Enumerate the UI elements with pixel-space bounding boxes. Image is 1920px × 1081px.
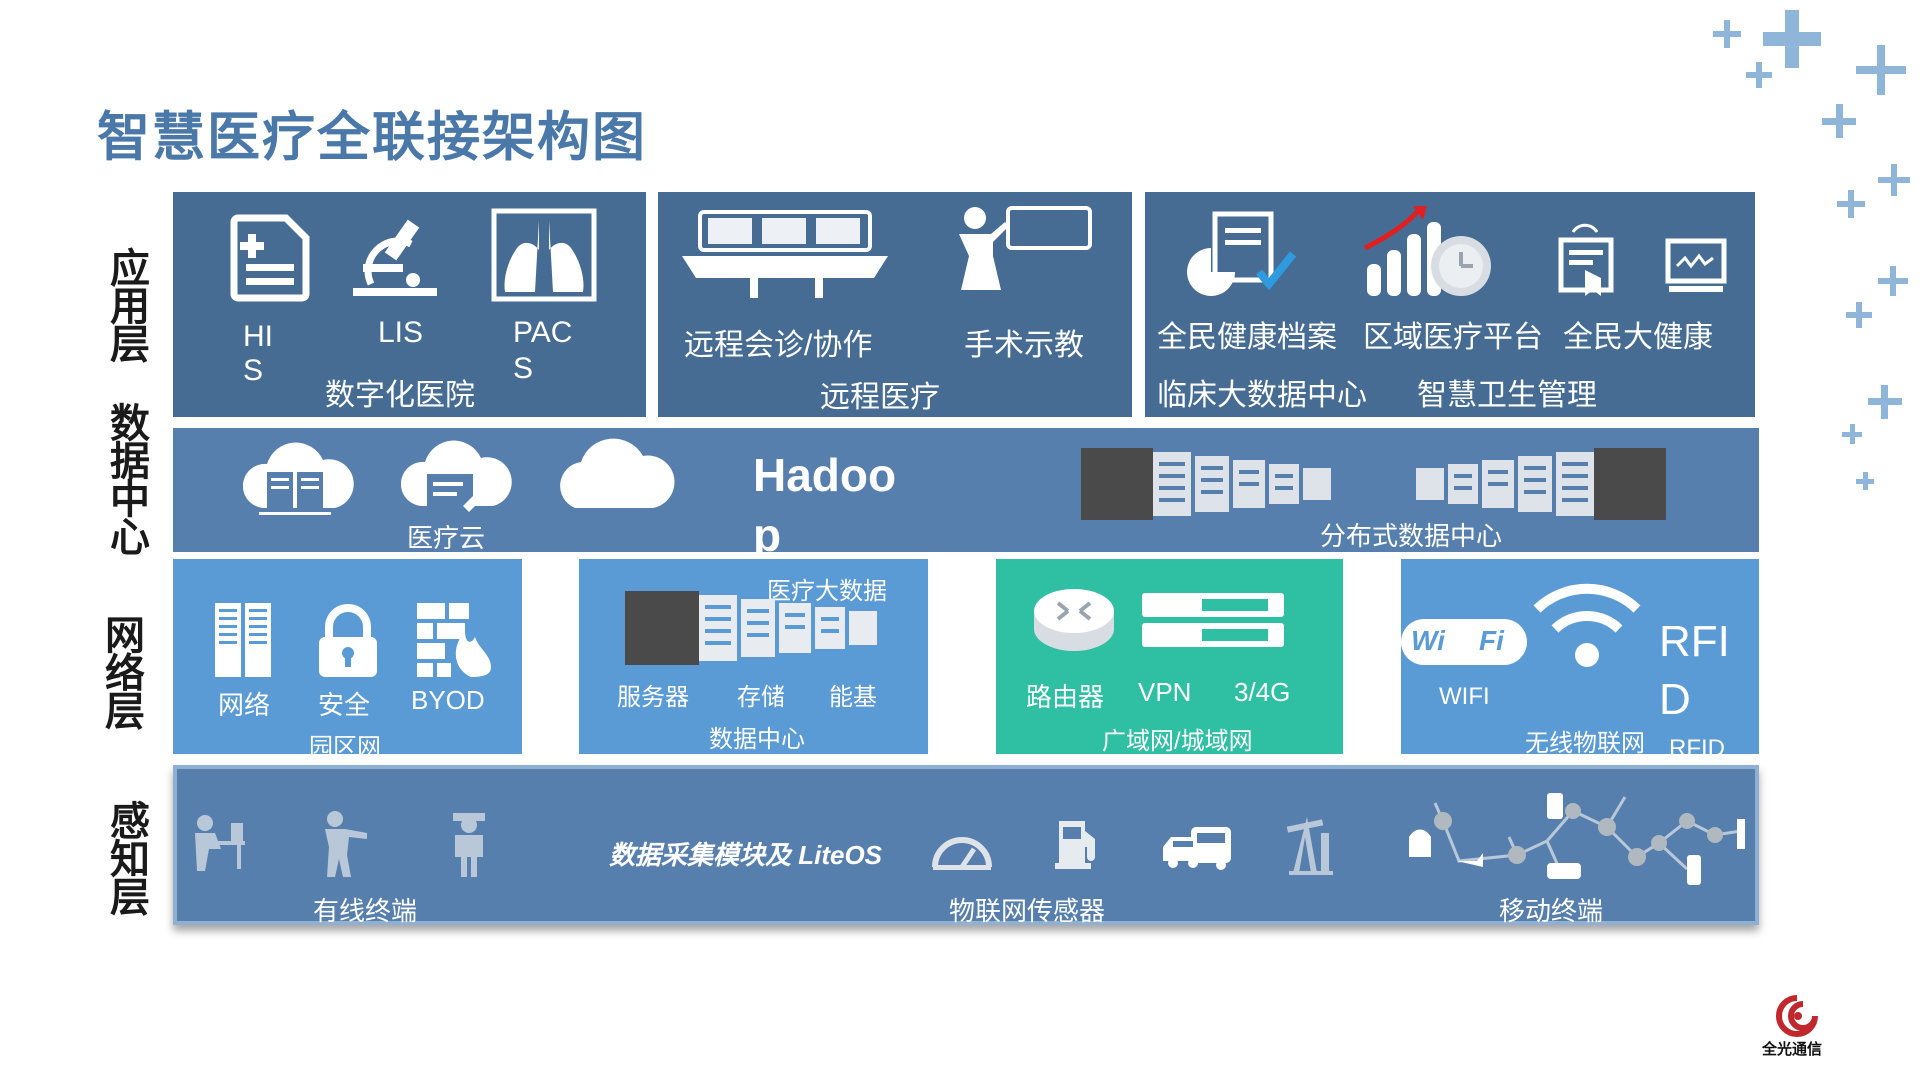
- smart-health-panel: 全民健康档案 区域医疗平台 全民大健康 临床大数据中心 智慧卫生管理: [1145, 192, 1755, 417]
- campus-item-security: 安全: [318, 690, 371, 720]
- lock-icon: [319, 604, 377, 677]
- document-cloud-icon: [400, 440, 512, 514]
- health-record-icon: [1187, 211, 1297, 296]
- vpn-device-icon: [1142, 593, 1284, 647]
- app-item-his-2: S: [243, 354, 264, 387]
- campus-item-byod: BYOD: [411, 685, 485, 715]
- gauge-icon: [932, 837, 992, 870]
- wired-terminal-label: 有线终端: [313, 896, 418, 926]
- medical-bigdata-label: 医疗大数据: [767, 578, 887, 605]
- field-worker-icon: [325, 811, 367, 877]
- hadoop-label-1: Hadoo: [753, 449, 897, 501]
- video-conference-icon: [682, 210, 888, 298]
- surgery-teaching-icon: [959, 206, 1092, 290]
- logo-text: 全光通信: [1762, 1040, 1823, 1058]
- wireless-network-panel: Wi Fi RFI D RFID WIFI 无线物联网: [1401, 559, 1759, 757]
- health-device-icon: [1558, 223, 1614, 296]
- cross-pattern-icon: [1713, 10, 1910, 490]
- wifi-logo-icon: Wi Fi: [1401, 619, 1527, 665]
- campus-network-panel: 网络 安全 BYOD 园区网: [173, 559, 522, 761]
- clinical-bigdata-caption: 临床大数据中心: [1157, 379, 1367, 412]
- mobile-terminal-label: 移动终端: [1499, 896, 1604, 926]
- fuel-pump-icon: [1055, 821, 1095, 869]
- logo-swirl-icon: [1776, 995, 1818, 1037]
- hadoop-label-2: p: [753, 509, 782, 561]
- regional-platform-chart-icon: [1363, 206, 1491, 296]
- wireless-caption: 无线物联网: [1525, 730, 1645, 757]
- app-item-remote-consult: 远程会诊/协作: [684, 329, 873, 362]
- microscope-icon: [353, 219, 437, 296]
- dc-item-energy: 能基: [829, 684, 877, 711]
- firewall-icon: [417, 603, 491, 677]
- server-rack-left-icon: [1081, 448, 1331, 520]
- app-item-surgery-teaching: 手术示教: [964, 329, 1084, 362]
- server-cloud-icon: [242, 442, 354, 515]
- digital-hospital-panel: HI S LIS PAC S 数字化医院: [173, 192, 646, 417]
- layer-label-perception: 感知层: [110, 799, 150, 921]
- dc-item-server: 服务器: [617, 684, 689, 711]
- data-collection-module-label: 数据采集模块及 LiteOS: [609, 840, 883, 870]
- layer-label-datacenter: 数据中心: [110, 401, 150, 561]
- iot-sensor-label: 物联网传感器: [949, 896, 1106, 926]
- app-item-pacs-2: S: [513, 352, 534, 385]
- medical-cloud-label: 医疗云: [407, 523, 486, 553]
- wan-network-panel: 路由器 VPN 3/4G 广域网/城域网: [996, 559, 1343, 755]
- smart-health-mgmt-caption: 智慧卫生管理: [1417, 379, 1597, 412]
- app-item-pacs-1: PAC: [513, 316, 573, 349]
- distributed-datacenter-label: 分布式数据中心: [1320, 521, 1503, 551]
- desk-worker-icon: [195, 815, 245, 871]
- wifi-signal-icon: [1533, 583, 1641, 667]
- wan-item-vpn: VPN: [1138, 677, 1192, 707]
- perception-panel: 有线终端 数据采集模块及 LiteOS 物联网传感器 移动终端: [173, 765, 1759, 926]
- datacenter-network-panel: 医疗大数据 服务器 存储 能基 数据中心: [579, 559, 928, 754]
- page-title: 智慧医疗全联接架构图: [97, 107, 647, 168]
- cloud-icon: [560, 438, 675, 508]
- company-logo: 全光通信: [1762, 995, 1832, 1062]
- storage-server-icon: [625, 591, 877, 665]
- datacenter-network-caption: 数据中心: [709, 726, 805, 753]
- wan-item-router: 路由器: [1026, 682, 1105, 712]
- campus-caption: 园区网: [309, 734, 381, 761]
- app-item-big-health: 全民大健康: [1563, 321, 1713, 354]
- wan-item-4g: 3/4G: [1234, 677, 1291, 707]
- app-item-regional-platform: 区域医疗平台: [1363, 321, 1543, 354]
- app-item-lis: LIS: [378, 316, 424, 349]
- monitor-icon: [1665, 238, 1727, 292]
- remote-medical-panel: 远程会诊/协作 手术示教 远程医疗: [658, 192, 1132, 417]
- router-icon: [1034, 589, 1114, 651]
- oil-pump-icon: [1286, 817, 1333, 875]
- datacenter-panel: 医疗云 Hadoo p 分布式数据中心: [173, 428, 1759, 561]
- remote-medical-caption: 远程医疗: [820, 381, 940, 414]
- wan-caption: 广域网/城域网: [1102, 728, 1253, 755]
- campus-item-network: 网络: [218, 690, 271, 720]
- rfid-label-2: D: [1659, 675, 1691, 724]
- layer-label-network: 网络层: [105, 613, 145, 735]
- rfid-label-overflow: RFID: [1669, 735, 1725, 754]
- digital-hospital-caption: 数字化医院: [325, 379, 475, 412]
- worker-icon: [453, 813, 485, 877]
- iot-network-graph-icon: [1409, 793, 1745, 885]
- wireless-item-wifi: WIFI: [1439, 683, 1490, 710]
- app-item-his-1: HI: [243, 320, 273, 353]
- layer-label-application: 应用层: [110, 246, 150, 368]
- network-cabinet-icon: [215, 603, 271, 677]
- app-item-health-record: 全民健康档案: [1157, 321, 1337, 354]
- medical-record-icon: [230, 214, 310, 302]
- lungs-xray-icon: [491, 208, 597, 302]
- rfid-overflow-clip: RFID: [1401, 735, 1759, 754]
- server-rack-right-icon: [1416, 448, 1666, 520]
- dc-item-storage: 存储: [737, 684, 785, 711]
- vehicles-icon: [1163, 827, 1231, 870]
- rfid-label-1: RFI: [1659, 617, 1730, 666]
